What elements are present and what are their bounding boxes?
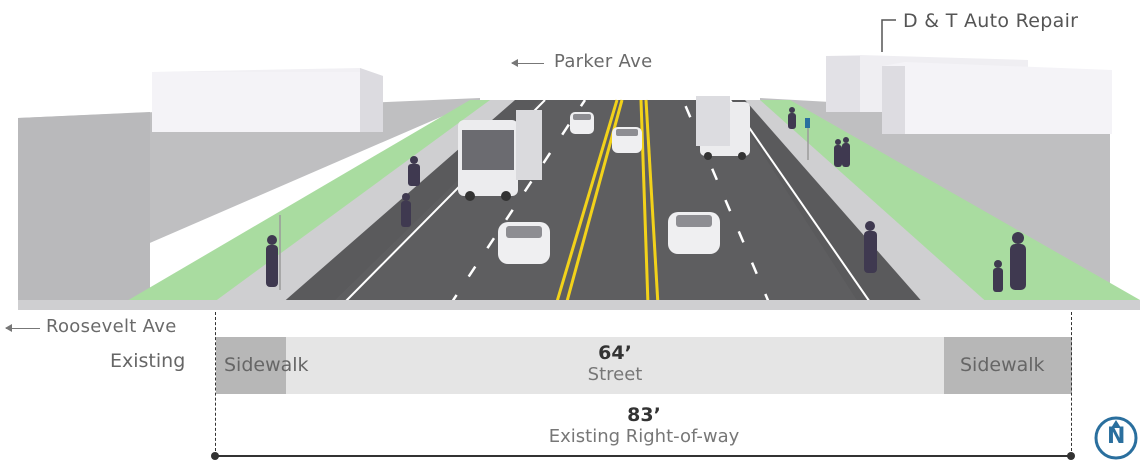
bus-left [458,110,542,201]
sidewalk-left-label: Sidewalk [224,354,309,376]
parker-arrow-icon [511,59,544,67]
street-label: Street [587,364,643,385]
existing-label: Existing [110,350,186,372]
car [612,127,642,153]
right-planting-strip [760,100,1140,305]
row-dimension-line [216,455,1072,457]
sidewalk-right-label: Sidewalk [960,354,1045,376]
sidewalk-left-segment [216,337,286,394]
compass-letter: N [1107,424,1126,449]
dimension-tick-left [215,312,216,456]
left-planting-strip [120,100,510,305]
roosevelt-arrow-icon [5,324,40,332]
row-width-value: 83’ [627,404,661,426]
street-segment [286,337,944,394]
row-label: Existing Right-of-way [548,426,740,447]
car [570,112,594,134]
bus-right [696,96,750,160]
existing-cross-section: Sidewalk Sidewalk 64’ Street [216,337,1072,394]
parker-ave-label: Parker Ave [554,51,653,72]
roosevelt-ave-label: Roosevelt Ave [46,316,177,337]
car [668,212,720,254]
business-label: D & T Auto Repair [903,10,1079,32]
right-building [826,55,1112,134]
north-compass-icon [1094,416,1138,460]
dimension-dot-left [211,452,219,460]
sidewalk-right-segment [944,337,1072,394]
car [498,222,550,264]
dimension-tick-right [1071,312,1072,456]
left-sidewalk [210,100,525,305]
dimension-dot-right [1067,452,1075,460]
left-lot-front [18,112,150,300]
street-width-value: 64’ [598,342,632,364]
left-building [152,68,383,132]
pedestrian [266,107,1026,292]
